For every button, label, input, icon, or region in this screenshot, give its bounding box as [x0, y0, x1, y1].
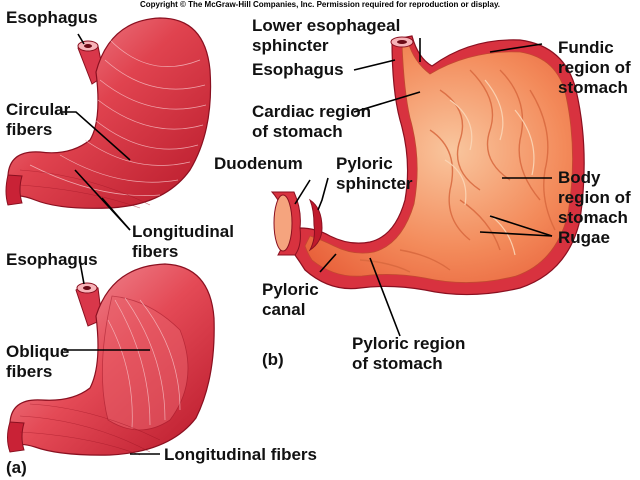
copyright-notice: Copyright © The McGraw-Hill Companies, I… [140, 0, 501, 9]
label-cardiac-region: Cardiac region of stomach [252, 102, 372, 141]
label-rugae: Rugae [558, 228, 610, 247]
panel-label-a: (a) [6, 458, 27, 477]
label-oblique-fibers: Oblique fibers [6, 342, 70, 381]
label-fundic-region: Fundic region of stomach [558, 38, 631, 97]
label-esophagus-bottom: Esophagus [6, 250, 98, 269]
label-esophagus-top: Esophagus [6, 8, 98, 27]
label-pyloric-region: Pyloric region of stomach [352, 334, 466, 373]
label-esophagus-b: Esophagus [252, 60, 344, 79]
label-longitudinal-fibers-top: Longitudinal fibers [132, 222, 234, 261]
panel-label-b: (b) [262, 350, 284, 369]
label-pyloric-canal: Pyloric canal [262, 280, 319, 319]
label-longitudinal-fibers-bottom: Longitudinal fibers [164, 445, 317, 464]
stomach-a-oblique [7, 263, 215, 456]
label-body-region: Body region of stomach [558, 168, 631, 227]
stomach-a-circular [5, 17, 212, 209]
label-lower-esophageal-sphincter: Lower esophageal sphincter [252, 16, 401, 55]
label-duodenum: Duodenum [214, 154, 303, 173]
label-circular-fibers: Circular fibers [6, 100, 71, 139]
leader-lines [60, 33, 553, 455]
label-pyloric-sphincter: Pyloric sphincter [336, 154, 413, 193]
